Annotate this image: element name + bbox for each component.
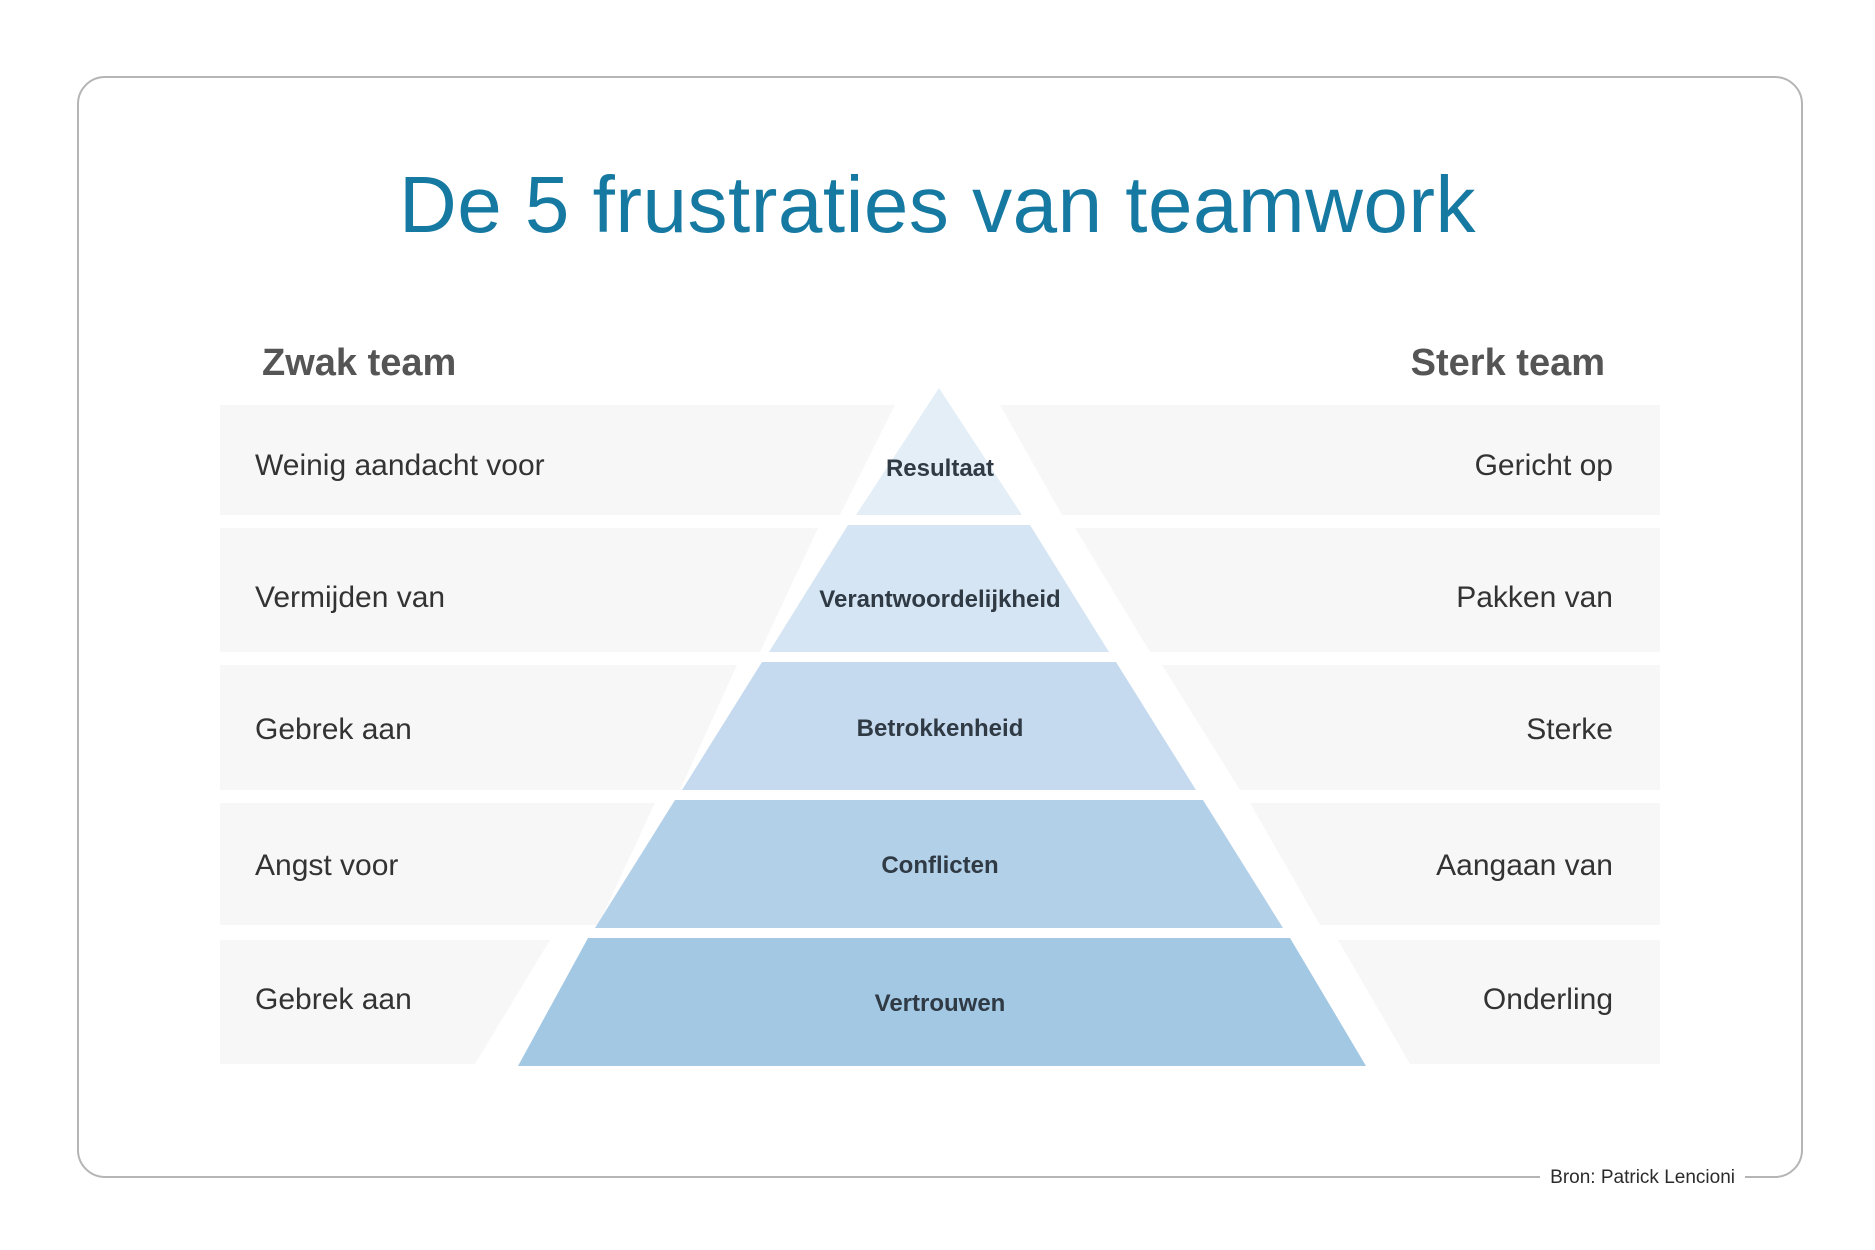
pyramid-label: Conflicten [881,852,999,879]
weak-label: Vermijden van [255,581,446,614]
diagram-frame [77,76,1803,1178]
strong-band-3 [1162,665,1660,790]
weak-band-4 [220,803,655,925]
weak-band-2 [220,528,818,652]
weak-band-3 [220,665,737,790]
strong-band-5 [1338,940,1660,1064]
weak-label: Angst voor [255,849,399,882]
page-title: De 5 frustraties van teamwork [398,160,1477,249]
strong-label: Sterke [1526,713,1613,746]
strong-team-header: Sterk team [1410,342,1605,384]
pyramid-level-betrokkenheid [682,662,1196,790]
pyramid-label: Vertrouwen [874,990,1006,1017]
weak-team-header: Zwak team [262,342,457,384]
weak-label: Weinig aandacht voor [255,449,545,482]
pyramid-label: Resultaat [885,455,995,482]
pyramid-label: Verantwoordelijkheid [819,586,1061,613]
weak-label: Gebrek aan [255,983,412,1016]
strong-label: Onderling [1482,983,1613,1016]
weak-label: Gebrek aan [255,713,412,746]
strong-label: Aangaan van [1436,849,1613,882]
strong-label: Gericht op [1474,449,1613,482]
pyramid-level-verantwoordelijkheid [769,525,1109,652]
pyramid-level-conflicten [595,800,1283,928]
pyramid-label: Betrokkenheid [856,715,1024,742]
strong-band-2 [1075,528,1660,652]
pyramid-level-resultaat [856,388,1022,515]
weak-band-5 [220,940,550,1064]
pyramid-level-vertrouwen [518,938,1366,1066]
strong-label: Pakken van [1456,581,1613,614]
strong-band-4 [1250,803,1660,925]
weak-band-1 [220,405,895,515]
strong-band-1 [1000,405,1660,515]
